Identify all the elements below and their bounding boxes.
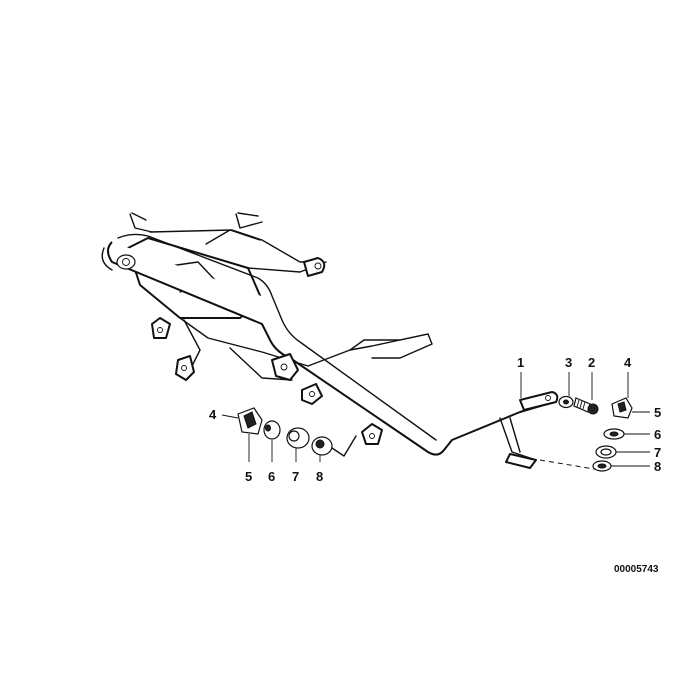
washer-part-8-right <box>592 460 612 472</box>
leader-lines <box>221 372 650 467</box>
callout-8-right: 8 <box>654 459 661 474</box>
callout-4-left: 4 <box>209 407 217 422</box>
callout-6-left: 6 <box>268 469 275 484</box>
clip-nut-part-4-left <box>237 407 263 435</box>
document-number: 00005743 <box>614 564 659 575</box>
frame-bracket <box>101 212 559 469</box>
sleeve-part-6-right <box>603 428 625 440</box>
callout-7-right: 7 <box>654 445 661 460</box>
grommet-part-7-right <box>595 445 617 459</box>
callout-5-left: 5 <box>245 469 252 484</box>
sleeve-part-6-left <box>263 420 281 440</box>
assembly-dash-line <box>539 459 601 471</box>
washer-part-3 <box>558 395 574 409</box>
callout-7-left: 7 <box>292 469 299 484</box>
callout-3: 3 <box>565 355 572 370</box>
callout-1: 1 <box>517 355 524 370</box>
clip-nut-part-4-right <box>611 397 633 419</box>
callout-2: 2 <box>588 355 595 370</box>
grommet-part-7-left <box>286 427 310 449</box>
callout-4-right: 4 <box>624 355 632 370</box>
callout-8-left: 8 <box>316 469 323 484</box>
washer-part-8-left <box>311 436 333 456</box>
screw-part-2 <box>573 397 599 415</box>
callout-5-right: 5 <box>654 405 661 420</box>
callout-6-right: 6 <box>654 427 661 442</box>
leader-connector-left <box>331 435 357 457</box>
